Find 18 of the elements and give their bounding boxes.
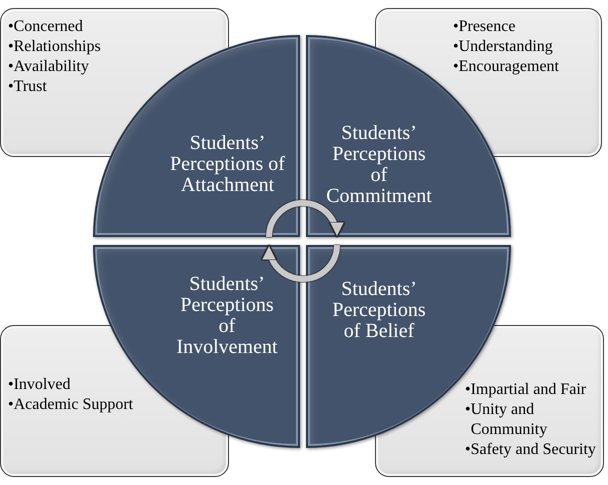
bullet-item: •Involved xyxy=(8,375,72,395)
bullet-item: •Encouragement xyxy=(453,57,560,77)
bullet-item: •Relationships xyxy=(8,37,102,57)
bullet-item: •Understanding xyxy=(453,37,554,57)
curved-arrow xyxy=(266,200,344,238)
curved-arrow xyxy=(262,244,340,282)
bullet-item: •Trust xyxy=(8,77,48,97)
bullet-item: •Availability xyxy=(8,57,90,77)
segment-label: Students’ Perceptions of Commitment xyxy=(325,123,433,207)
bullet-item: •Presence xyxy=(453,17,516,37)
segment-label: Students’ Perceptions of Involvement xyxy=(175,274,279,358)
bullet-item: •Academic Support xyxy=(8,395,134,415)
bullet-item: •Safety and Security xyxy=(465,440,597,460)
segment-label: Students’ Perceptions of Attachment xyxy=(169,133,286,196)
bullet-item: •Impartial and Fair xyxy=(465,380,588,400)
bullet-item: •Concerned xyxy=(8,17,84,37)
segment-label: Students’ Perceptions of Belief xyxy=(331,279,427,342)
bullet-item: •Unity and Community xyxy=(465,400,548,440)
